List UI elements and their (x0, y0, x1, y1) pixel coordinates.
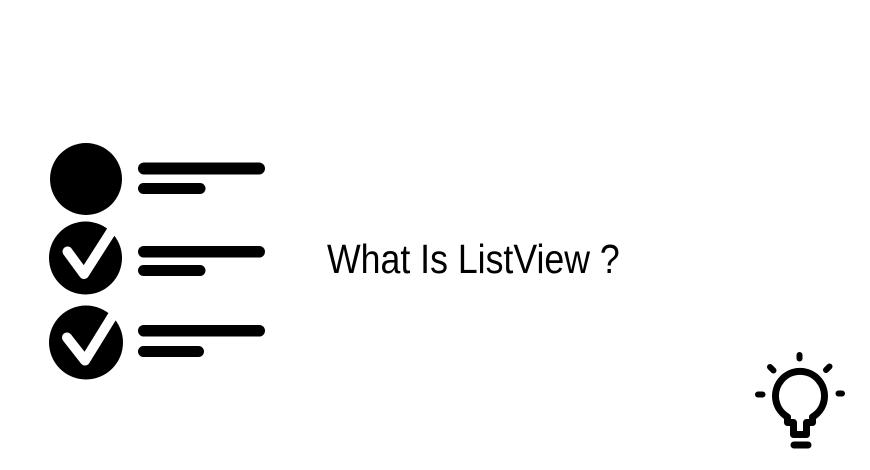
text-line-long (138, 162, 265, 175)
checklist-item-1 (50, 143, 265, 215)
text-line-long (138, 246, 265, 258)
page-title: What Is ListView ? (327, 236, 620, 282)
text-line-long (138, 325, 265, 337)
lightbulb-icon (755, 352, 845, 449)
bulb-outline (772, 368, 828, 438)
text-line-short (138, 346, 204, 357)
bulb-base (790, 441, 812, 449)
checkmark-icon (62, 226, 117, 279)
checklist-item-3 (49, 305, 265, 380)
text-line-short (138, 265, 206, 276)
checkmark-icon (62, 311, 118, 366)
bulb-rays (755, 352, 845, 398)
bullet-circle-icon (50, 143, 122, 215)
ray-upper-right-icon (823, 363, 833, 373)
text-line-short (138, 183, 206, 194)
ray-upper-left-icon (767, 364, 777, 374)
checklist-icon (49, 143, 265, 380)
checklist-item-2 (49, 221, 265, 295)
